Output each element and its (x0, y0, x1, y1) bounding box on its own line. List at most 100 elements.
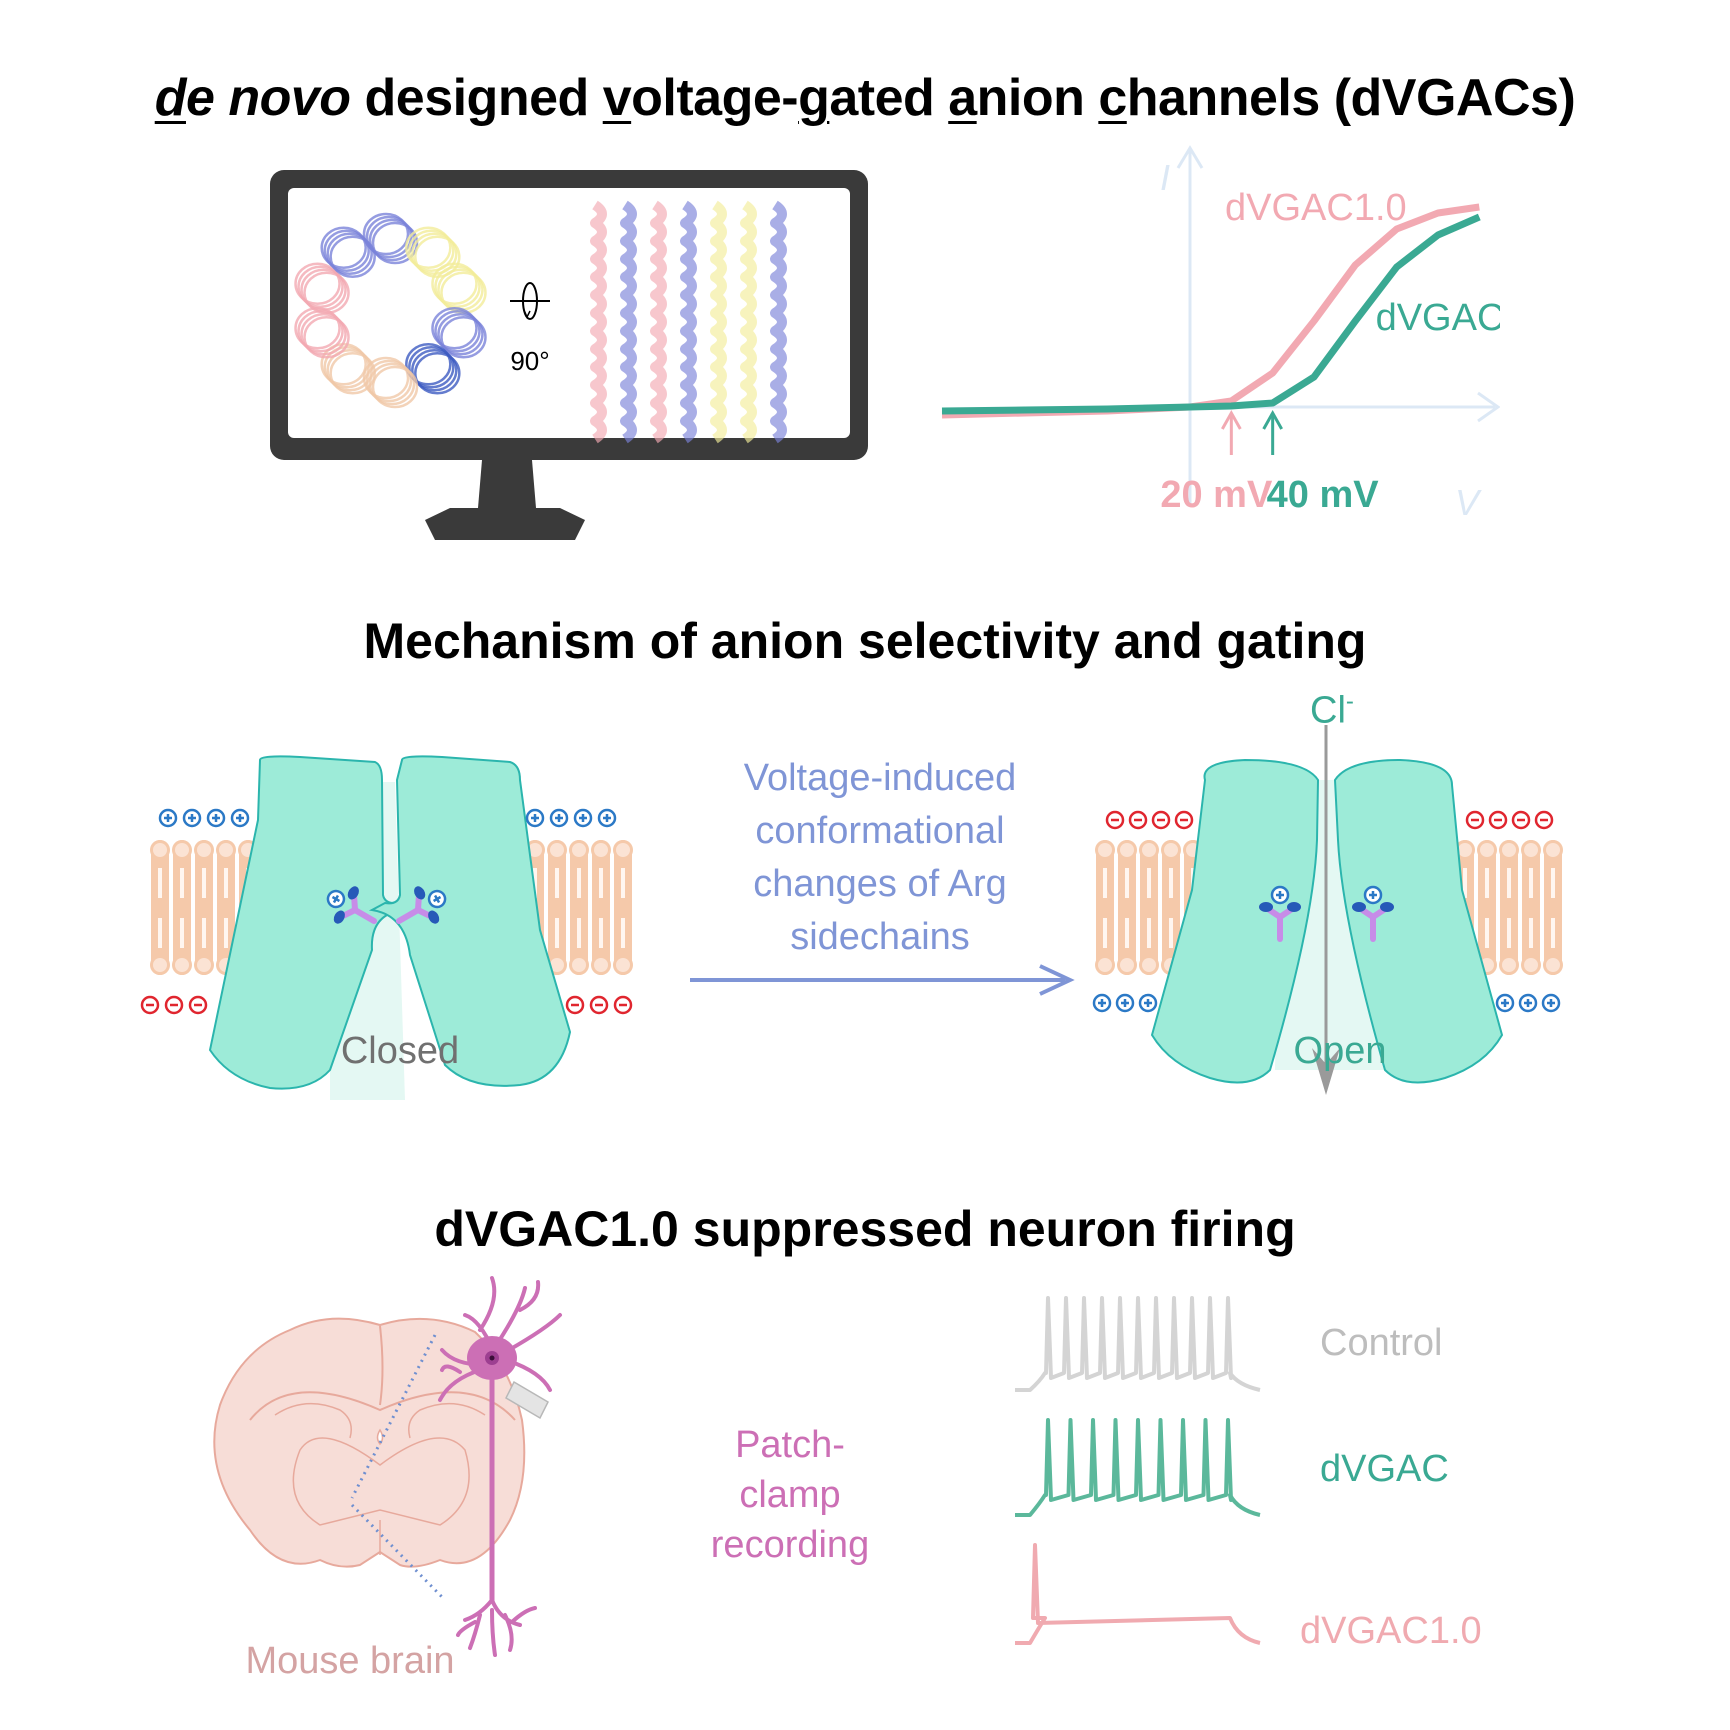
threshold-label: 20 mV (1160, 474, 1273, 516)
title-segment: nion (976, 69, 1099, 127)
protein-subunit-right (368, 755, 572, 1087)
firing-trace-Control (1015, 1296, 1261, 1392)
lipid-head-inner (1546, 958, 1560, 972)
transition-line-3: changes of Arg (753, 863, 1007, 905)
transition-line-2: conformational (755, 810, 1005, 852)
helix-coil (323, 229, 370, 273)
rotation-label: 90° (510, 346, 549, 376)
helix-coil (300, 268, 347, 312)
helix-coil (405, 342, 452, 386)
patch-clamp-line-1: Patch- (735, 1424, 845, 1466)
lipid-tail-gap (555, 918, 559, 948)
open-channel-diagram (1092, 725, 1563, 1095)
lipid (195, 840, 213, 975)
lipid-tail-gap (577, 918, 581, 948)
lipid-head-inner (1142, 958, 1156, 972)
lipid-tail-gap (202, 918, 206, 948)
patch-clamp-line-2: clamp (739, 1474, 841, 1516)
arg-sidechains-closed (326, 886, 447, 924)
helix-coil (408, 345, 455, 389)
series-label-dVGAC1.0: dVGAC1.0 (1225, 187, 1407, 229)
transition-line-4: sidechains (790, 916, 970, 958)
helix-coil (329, 235, 376, 279)
lipid (1140, 840, 1158, 975)
helix-ribbon (680, 200, 697, 444)
title-segment: ated (829, 69, 949, 127)
helix-ribbon (650, 200, 667, 444)
lipid (151, 840, 169, 975)
lipid-head-inner (616, 958, 630, 972)
firing-heading: dVGAC1.0 suppressed neuron firing (434, 1201, 1296, 1257)
lipid-head-inner (197, 958, 211, 972)
lipid-head-inner (550, 843, 564, 857)
lipid-head-inner (1098, 958, 1112, 972)
helix-coil (326, 348, 373, 392)
trace-label-control: Control (1320, 1322, 1443, 1364)
lipid-head-inner (1524, 843, 1538, 857)
lipid-tail-gap (180, 868, 184, 898)
protein-top-view (294, 212, 487, 409)
lipid-head-inner (1164, 843, 1178, 857)
lipid (173, 840, 191, 975)
helix-ribbon (740, 200, 757, 444)
lipid-tail-gap (1147, 868, 1151, 898)
chloride-ion-label: Cl- (1310, 688, 1354, 732)
helix-coil (431, 306, 478, 350)
mouse-brain-label: Mouse brain (245, 1640, 455, 1682)
lipid-tail-gap (621, 868, 625, 898)
lipid-tail-gap (1169, 868, 1173, 898)
threshold-arrow-head (1221, 409, 1242, 430)
monitor-screen (288, 188, 850, 438)
lipid-tail-gap (1147, 918, 1151, 948)
lipid (570, 840, 588, 975)
lipid-tail-gap (599, 868, 603, 898)
trace-label-dvgac: dVGAC (1320, 1448, 1449, 1490)
patch-clamp-label: Patch- clamp recording (660, 1420, 920, 1570)
title-segment: c (1098, 69, 1127, 127)
mechanism-heading: Mechanism of anion selectivity and gatin… (363, 613, 1367, 669)
trace-label-dvgac1: dVGAC1.0 (1300, 1610, 1482, 1652)
title-segment: d (154, 69, 187, 127)
lipid-head-inner (1120, 958, 1134, 972)
helix-ribbon (770, 200, 787, 444)
lipid-tail-gap (1103, 918, 1107, 948)
lipid (1118, 840, 1136, 975)
helix-coil (431, 262, 478, 306)
protein-subunit-left (1150, 758, 1320, 1084)
series-line-dVGAC (941, 213, 1481, 415)
lipid (1500, 840, 1518, 975)
lipid-head-inner (219, 843, 233, 857)
helix-coil (297, 265, 344, 309)
lipid-tail-gap (1529, 918, 1533, 948)
firing-traces (1015, 1296, 1261, 1645)
lipid-tail-gap (180, 918, 184, 948)
lipid-head-inner (175, 958, 189, 972)
lipid-tail-gap (599, 918, 603, 948)
series-label-dVGAC: dVGAC (1376, 297, 1500, 339)
helix-coil (440, 315, 487, 359)
neuron-icon (438, 1276, 562, 1657)
arg-sidechain-icon (1352, 885, 1394, 942)
transition-text: Voltage-induced conformational changes o… (640, 752, 1120, 964)
lipid (592, 840, 610, 975)
title-segment: designed (350, 69, 603, 127)
threshold-label: 40 mV (1267, 474, 1380, 516)
open-label: Open (1293, 1030, 1387, 1072)
computer-design-panel: 90° (270, 170, 868, 540)
lipid-head-inner (1502, 958, 1516, 972)
lipid-tail-gap (1507, 918, 1511, 948)
lipid (217, 840, 235, 975)
patch-pipette-icon (505, 1380, 549, 1420)
title-segment: e novo (185, 69, 351, 127)
transition-arrow-icon (690, 964, 1075, 996)
helix-coil (408, 229, 455, 273)
lipid-tail-gap (577, 868, 581, 898)
protein-side-view (590, 200, 787, 444)
helix-coil (329, 351, 376, 395)
lipid-head-inner (550, 958, 564, 972)
lipid-tail-gap (1103, 868, 1107, 898)
lipid-tail-gap (1125, 868, 1129, 898)
helix-coil (434, 265, 481, 309)
threshold-arrow-head (1262, 409, 1283, 430)
